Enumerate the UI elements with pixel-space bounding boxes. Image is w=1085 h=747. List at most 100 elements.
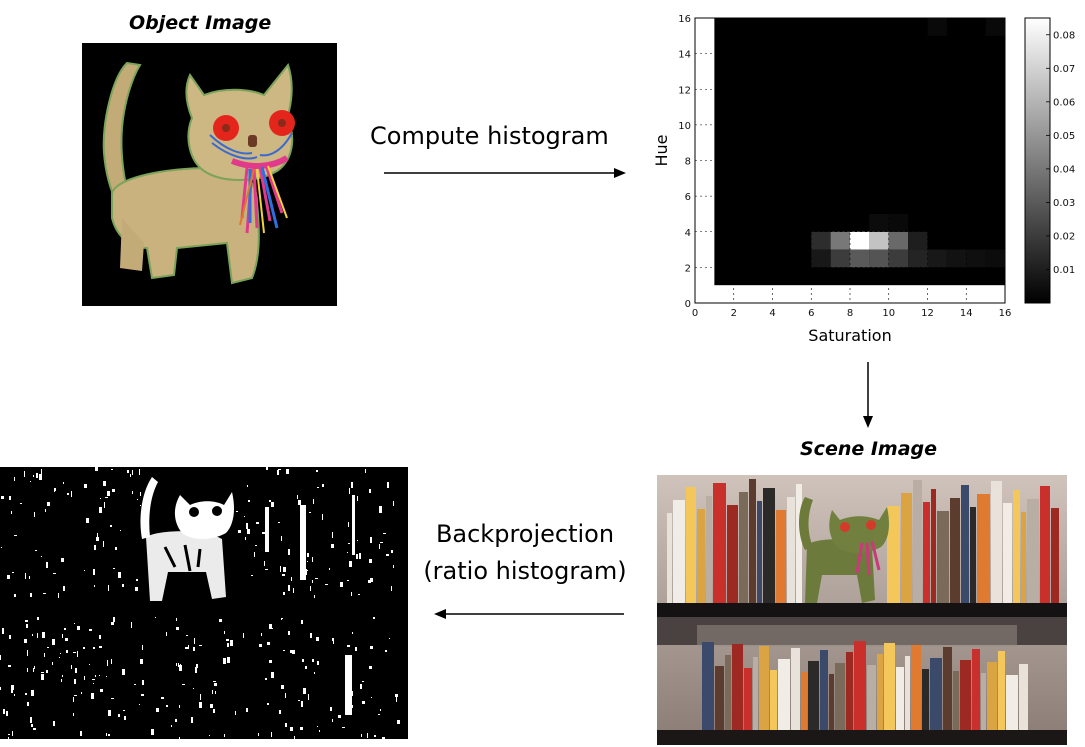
mask-speck [307,553,309,557]
heatmap-cell [985,18,1005,36]
mask-speck [161,697,164,699]
book-spine [727,505,738,603]
book-spine [1051,508,1059,603]
mask-speck [288,585,290,591]
mask-speck [292,650,295,654]
mask-speck [2,628,4,634]
mask-speck [1,496,4,499]
mask-speck [8,734,10,735]
mask-speck [95,467,98,471]
mask-speck [132,491,133,494]
mask-speck [111,698,114,699]
mask-speck [67,493,69,495]
mask-speck [111,659,112,664]
mask-speck [247,485,248,487]
colorbar-tick-label: 0.07 [1053,64,1075,75]
mask-speck [251,575,253,576]
mask-speck [180,664,181,670]
x-tick-label: 12 [921,308,934,319]
mask-speck [113,568,115,569]
mask-speck [93,569,95,575]
mask-speck [99,507,102,513]
mask-speck [290,650,293,653]
mask-speck [74,695,77,696]
mask-speck [378,714,380,715]
mask-speck [63,586,65,591]
mask-speck [140,659,143,664]
object-image [82,43,337,306]
mask-speck [99,675,100,676]
heatmap-cell [908,249,928,268]
mask-speck [389,638,390,639]
heatmap-cell [830,249,850,268]
x-tick-label: 0 [692,308,698,319]
book-spine [887,506,900,603]
mask-speck [226,639,229,641]
mask-speck [387,482,389,488]
mask-speck [312,580,313,583]
arrow-down-icon [863,362,873,428]
mask-speck [303,688,306,694]
mask-speck [224,734,225,737]
mask-speck [27,668,28,672]
book-spine [1003,503,1012,603]
mask-speck [65,638,68,641]
mask-speck [369,489,371,493]
mask-speck [53,573,56,574]
book-spine [725,655,731,730]
x-tick-label: 10 [882,308,895,319]
heatmap-cell [927,18,947,36]
book-spine [867,665,876,730]
mask-speck [246,523,248,529]
mask-speck [110,525,112,527]
mask-speck [59,657,60,658]
mask-speck [349,488,350,494]
mask-speck [124,716,126,720]
book-spine [706,496,712,603]
mask-speck [281,536,282,541]
mask-speck [182,684,185,685]
mask-speck [355,647,357,651]
mask-speck [33,668,34,672]
mask-speck [314,672,315,674]
mask-speck [301,620,303,624]
mask-speck [219,619,222,622]
mask-speck [9,496,11,500]
mask-speck [308,694,309,700]
mask-speck [0,655,1,660]
mask-speck [348,543,350,544]
mask-speck [139,704,140,705]
mask-speck [361,734,362,737]
mask-speck [118,572,121,578]
mask-speck [271,502,274,507]
mask-speck [55,488,56,491]
mask-speck [227,643,229,647]
mask-speck [301,701,303,707]
mask-speck [391,586,392,591]
mask-speck [63,482,64,484]
book-spine [987,662,997,730]
mask-speck [89,629,92,631]
book-spine [1019,664,1028,730]
book-spine [1006,675,1018,730]
mask-speck [0,687,1,690]
mask-speck [44,653,45,657]
mask-speck [84,484,87,488]
mask-speck [29,576,30,579]
heatmap-cell [811,231,831,250]
mask-speck [91,693,94,699]
scene-image-title: Scene Image [800,438,938,460]
mask-speck [367,733,368,738]
arrow-right-icon [384,168,626,178]
compute-histogram-label: Compute histogram [370,122,609,150]
mask-speck [319,730,320,732]
mask-speck [332,532,333,538]
mask-speck [151,729,154,735]
mask-speck [142,680,144,685]
mask-speck [269,500,271,502]
mask-speck [134,684,136,685]
mask-speck [285,693,286,698]
mask-speck [312,557,313,562]
mask-speck [347,645,350,647]
mask-speck [282,618,283,619]
